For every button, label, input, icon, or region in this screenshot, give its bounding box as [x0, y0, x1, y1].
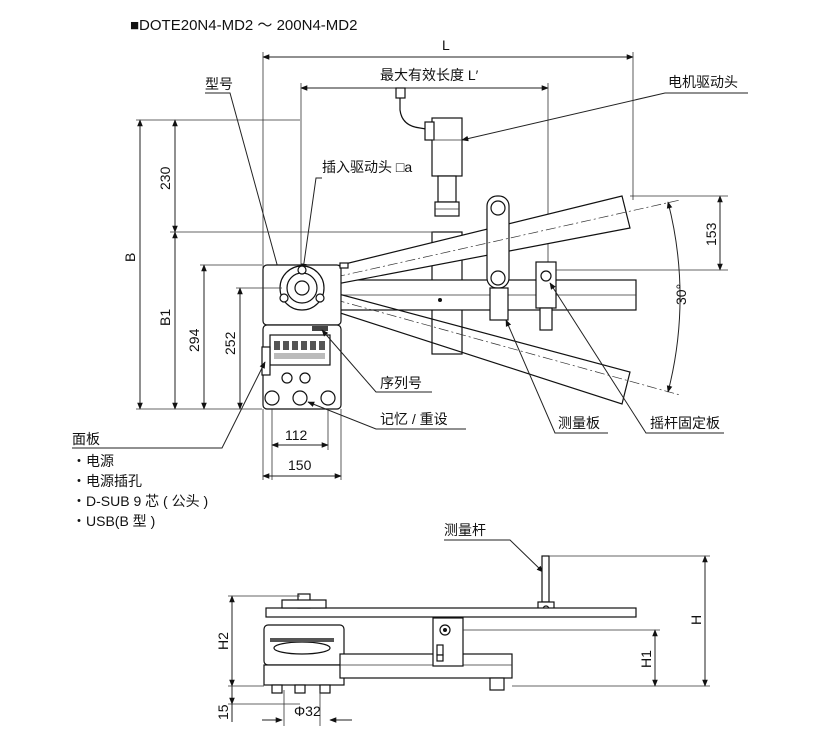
measure-rod-label: 测量杆	[444, 522, 486, 538]
rocker-base	[489, 287, 509, 321]
insert-head-leader	[301, 177, 322, 271]
dim-230-text: 230	[157, 166, 173, 190]
dim-angle-text: 30°	[673, 284, 689, 305]
rocker-plate-label: 摇杆固定板	[650, 415, 720, 431]
panel-item-dsub: ・D-SUB 9 芯 ( 公头 )	[72, 493, 208, 509]
panel-leader	[72, 361, 266, 449]
memory-reset-leader	[307, 401, 466, 430]
dim-15-text: 15	[215, 704, 231, 720]
dim-153-text: 153	[703, 222, 719, 246]
dim-phi32-text: Φ32	[294, 703, 321, 719]
dim-150-text: 150	[288, 457, 312, 473]
memory-reset-label: 记忆 / 重设	[380, 411, 448, 427]
motor-head-leader	[461, 92, 748, 142]
centerline-upper	[299, 199, 681, 286]
panel-item-power-jack: ・电源插孔	[72, 473, 142, 489]
motor-cable	[399, 95, 433, 131]
model-label: 型号	[205, 76, 233, 92]
panel-item-power: ・电源	[72, 453, 114, 469]
dim-112-text: 112	[285, 427, 308, 443]
motor-shaft	[437, 175, 457, 203]
swing-arm-upper	[299, 195, 631, 291]
panel-item-usb: ・USB(B 型 )	[72, 513, 155, 529]
rocker-plate-leader	[549, 282, 724, 434]
side-base-rail	[339, 653, 513, 679]
motor-body	[431, 117, 463, 177]
measure-plate-block	[535, 261, 557, 309]
dim-L-text: L	[442, 37, 450, 53]
dim-H2-text: H2	[215, 632, 231, 650]
serial-label: 序列号	[380, 375, 422, 391]
panel-title: 面板	[72, 431, 100, 447]
motor-head-label: 电机驱动头	[668, 74, 738, 90]
dim-B-text: B	[122, 253, 138, 262]
dim-294-text: 294	[186, 328, 202, 352]
measure-plate-label: 测量板	[558, 415, 600, 431]
display-segments	[274, 341, 325, 359]
measure-rod	[541, 555, 550, 603]
max-length-label: 最大有效长度 L′	[380, 67, 479, 83]
model-leader	[205, 92, 297, 331]
dim-H-text: H	[688, 615, 704, 625]
angle-arc	[666, 201, 681, 393]
insert-head-label: 插入驱动头 □a	[322, 159, 412, 175]
side-arm-bar	[265, 607, 637, 618]
motor-connector	[424, 121, 435, 141]
centerline-lower	[299, 289, 681, 396]
dim-B1-text: B1	[157, 309, 173, 326]
dim-H1-text: H1	[638, 650, 654, 668]
side-panel-connector	[261, 346, 271, 376]
dim-252-text: 252	[222, 331, 238, 355]
measure-rod-leader	[444, 539, 544, 573]
foot-right	[320, 390, 336, 406]
foot-left	[264, 390, 280, 406]
measure-plate-leader	[505, 319, 608, 434]
cable-plug	[395, 87, 406, 99]
mode-button	[281, 372, 293, 384]
drawing-title: ■DOTE20N4-MD2 ～ 200N4-MD2	[130, 17, 357, 34]
memory-reset-knob	[292, 390, 308, 406]
serial-leader	[321, 329, 432, 393]
serial-plate	[312, 326, 328, 331]
